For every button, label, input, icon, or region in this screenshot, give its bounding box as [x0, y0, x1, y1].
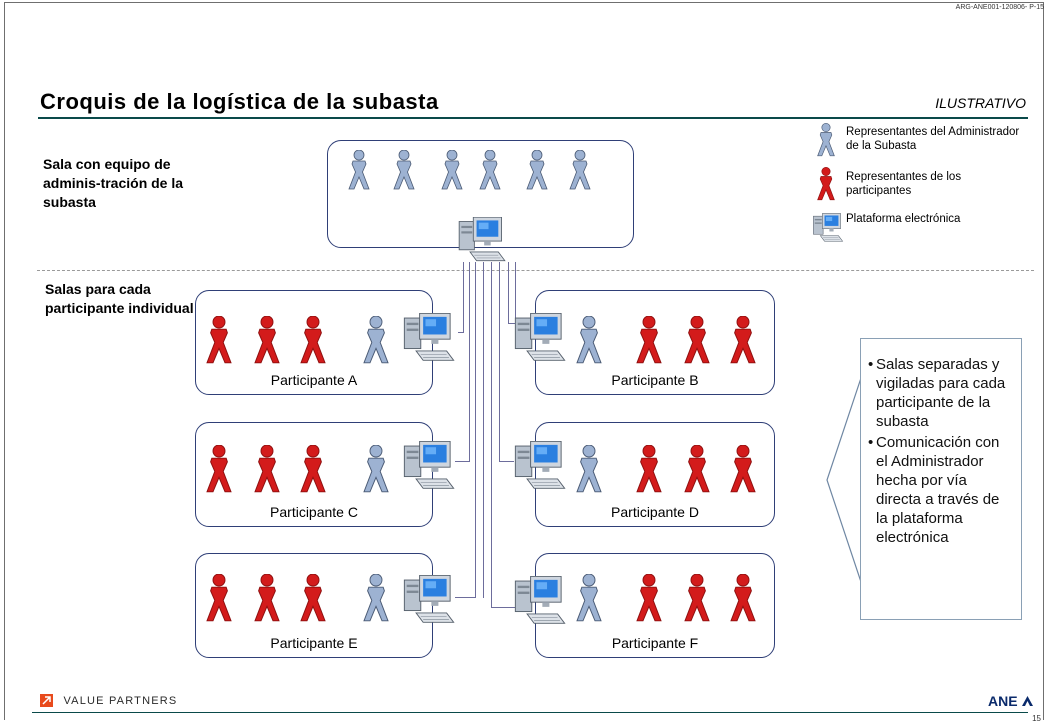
participant-person-icon [684, 445, 710, 493]
computer-icon [403, 575, 455, 623]
computer-icon [403, 441, 455, 489]
room-label: Participante B [611, 372, 699, 388]
footer-divider [32, 712, 1028, 713]
participant-room-f: Participante F [535, 553, 775, 658]
illustrative-tag: ILUSTRATIVO [935, 95, 1026, 111]
room-label: Participante C [270, 504, 358, 520]
participant-person-icon [636, 445, 662, 493]
participant-person-icon [300, 445, 326, 493]
legend-participant-reps: Representantes de los participantes [846, 171, 962, 197]
participant-room-a: Participante A [195, 290, 433, 395]
connection-line [475, 262, 476, 598]
computer-icon [514, 441, 566, 489]
connection-line [499, 262, 500, 462]
callout-arrow [826, 378, 862, 582]
participant-person-icon [300, 316, 326, 364]
participant-person-icon [254, 574, 280, 622]
note-item: Comunicación con el Administrador hecha … [868, 433, 1011, 547]
connection-line [491, 262, 492, 608]
participant-person-icon [206, 316, 232, 364]
connection-line [515, 262, 516, 324]
participant-person-icon [300, 574, 326, 622]
participant-person-icon [730, 574, 756, 622]
title-divider [38, 117, 1028, 119]
connection-line [458, 332, 464, 333]
room-label: Participante F [611, 635, 699, 651]
participant-person-icon [730, 445, 756, 493]
participant-person-icon [636, 316, 662, 364]
admin-person-icon [526, 150, 548, 190]
page-title: Croquis de la logística de la subasta [40, 89, 439, 114]
participant-person-icon [206, 574, 232, 622]
connection-line [491, 607, 515, 608]
participant-person-icon [730, 316, 756, 364]
admin-person-icon [576, 445, 602, 493]
admin-person-icon [363, 316, 389, 364]
document-code: ARG-ANE001-120806- P-15 [955, 4, 1044, 11]
connection-line [499, 461, 514, 462]
participant-person-icon [254, 445, 280, 493]
connection-line [455, 461, 470, 462]
note-item: Salas separadas y vigiladas para cada pa… [868, 355, 1011, 431]
connection-line [469, 262, 470, 462]
room-label: Participante A [270, 372, 358, 388]
value-partners-wordmark: VALUE PARTNERS [63, 694, 178, 707]
connection-line [455, 597, 476, 598]
admin-person-icon [348, 150, 370, 190]
ane-flame-icon [1022, 696, 1034, 706]
page-number: 15 [1032, 714, 1041, 723]
participant-room-e: Participante E [195, 553, 433, 658]
participant-person-icon [684, 316, 710, 364]
ane-wordmark: ANE [988, 693, 1018, 709]
participant-room-d: Participante D [535, 422, 775, 527]
participant-room-c: Participante C [195, 422, 433, 527]
section-divider [37, 270, 1034, 271]
participant-room-b: Participante B [535, 290, 775, 395]
admin-person-icon [576, 574, 602, 622]
slide-frame [4, 2, 1044, 720]
admin-person-icon [393, 150, 415, 190]
admin-person-icon [363, 445, 389, 493]
participant-person-icon [817, 167, 835, 201]
computer-icon [514, 576, 566, 624]
room-label: Participante E [270, 635, 358, 651]
admin-person-icon [817, 123, 835, 157]
legend-platform: Plataforma electrónica [846, 213, 961, 225]
participant-person-icon [206, 445, 232, 493]
connection-line [508, 262, 509, 324]
admin-person-icon [479, 150, 501, 190]
computer-icon [514, 313, 566, 361]
ane-logo: ANE [988, 693, 1034, 709]
notes-box: Salas separadas y vigiladas para cada pa… [860, 338, 1022, 620]
participant-person-icon [684, 574, 710, 622]
value-partners-logo: VALUE PARTNERS [40, 692, 178, 708]
computer-icon [813, 213, 843, 242]
admin-person-icon [576, 316, 602, 364]
legend-admin-reps: Representantes del Administrador de la S… [846, 126, 1020, 152]
admin-person-icon [569, 150, 591, 190]
admin-person-icon [363, 574, 389, 622]
participant-rooms-label: Salas para cada participante individual [45, 281, 194, 316]
value-partners-mark-icon [40, 694, 53, 708]
computer-icon [458, 217, 506, 262]
computer-icon [403, 313, 455, 361]
participant-person-icon [636, 574, 662, 622]
connection-line [508, 323, 516, 324]
room-label: Participante D [611, 504, 699, 520]
admin-room-label: Sala con equipo de adminis-tración de la… [43, 156, 184, 210]
admin-person-icon [441, 150, 463, 190]
participant-person-icon [254, 316, 280, 364]
connection-line [463, 262, 464, 332]
connection-line [483, 262, 484, 598]
